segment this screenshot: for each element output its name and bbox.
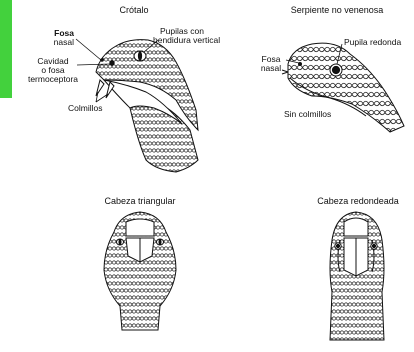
serpiente-head-illustration [282,43,404,132]
crotalo-head-illustration [96,40,198,172]
redondeada-head-illustration [330,212,384,340]
triangular-head-illustration [104,212,176,330]
